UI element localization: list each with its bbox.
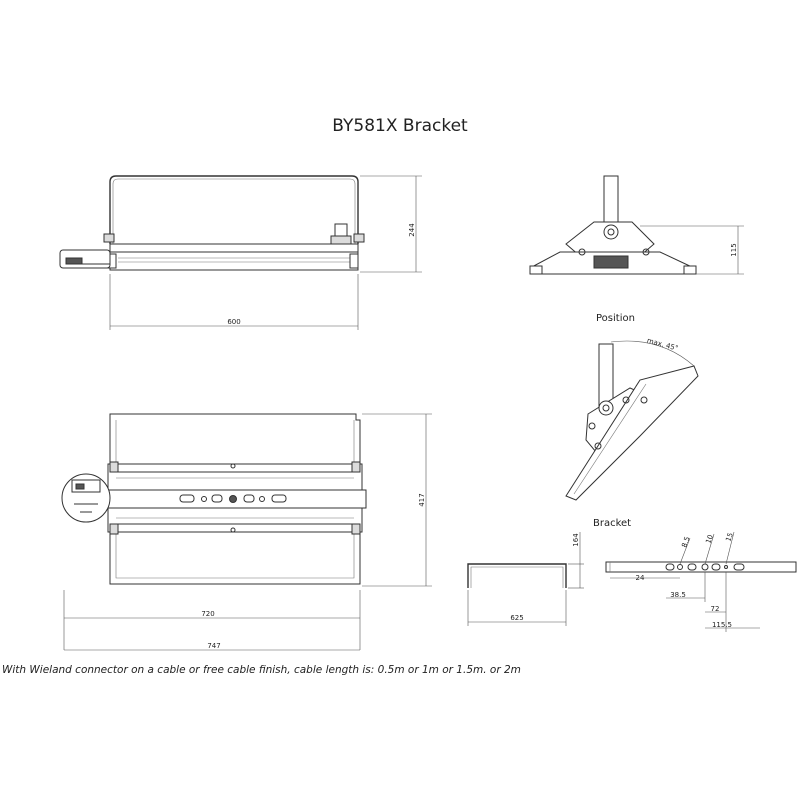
dim-front-width-inner: 720	[201, 610, 214, 618]
position-label: Position	[596, 313, 635, 324]
dim-top-height: 244	[408, 223, 416, 237]
position-view: max. 45°	[565, 337, 699, 501]
dim-hole-d1: 8.5	[680, 535, 691, 548]
drawing-title: BY581X Bracket	[332, 116, 468, 136]
front-view: 417 720 747	[61, 413, 432, 651]
side-view: 115	[529, 175, 744, 275]
dim-front-width-outer: 747	[207, 642, 220, 650]
bracket-holes: 8.5 10 15 24 38.5 72 115.5	[605, 532, 797, 632]
dim-front-height: 417	[418, 493, 426, 506]
dim-hole-d2: 10	[704, 534, 715, 545]
bracket-profile: 164 625	[467, 532, 584, 626]
dim-bracket-height: 164	[572, 533, 580, 547]
angle-label: max. 45°	[646, 337, 679, 353]
dim-side-height: 115	[730, 243, 738, 256]
dim-hole-offset-1: 24	[636, 574, 645, 582]
dim-hole-d3: 15	[724, 532, 735, 543]
dim-hole-offset-4: 115.5	[712, 621, 732, 629]
cable-note: With Wieland connector on a cable or fre…	[2, 664, 521, 676]
top-view: 244 600	[59, 175, 422, 330]
dim-hole-offset-2: 38.5	[670, 591, 686, 599]
dim-hole-offset-3: 72	[711, 605, 720, 613]
dim-bracket-width: 625	[510, 614, 523, 622]
bracket-label: Bracket	[593, 518, 632, 529]
dim-top-width: 600	[227, 318, 240, 326]
